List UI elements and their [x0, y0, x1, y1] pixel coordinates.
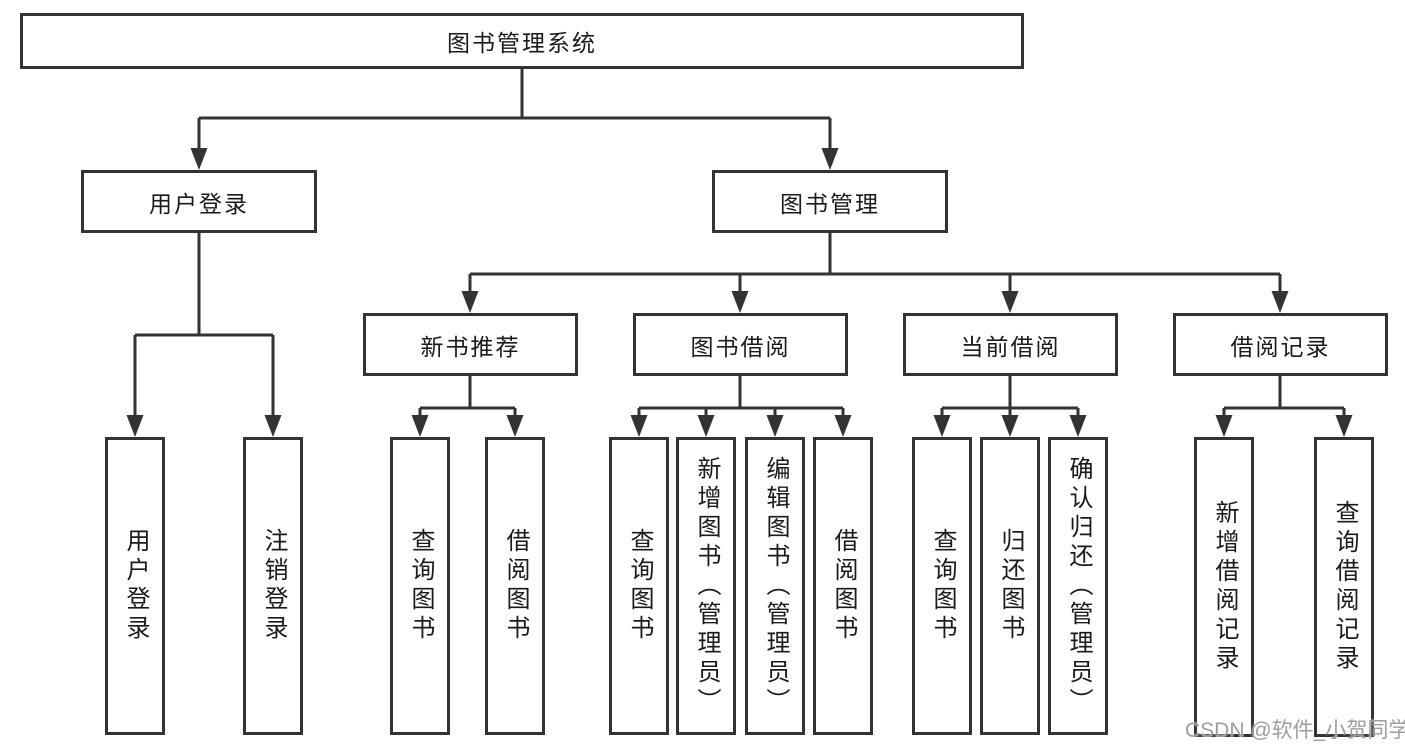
leaf-edit-books-admin: 编辑图书（管理员） [745, 437, 805, 735]
leaf-borrow-books-newbook: 借阅图书 [485, 437, 545, 735]
node-book-management-system: 图书管理系统 [20, 13, 1024, 69]
leaf-return-books: 归还图书 [980, 437, 1040, 735]
node-current-borrowing: 当前借阅 [903, 313, 1118, 376]
node-borrowing-records: 借阅记录 [1173, 313, 1388, 376]
leaf-add-books-admin: 新增图书（管理员） [676, 437, 736, 735]
leaf-borrow-books: 借阅图书 [813, 437, 873, 735]
node-new-book-recommend: 新书推荐 [363, 313, 578, 376]
leaf-add-borrow-record: 新增借阅记录 [1194, 437, 1254, 737]
leaf-query-books-newbook: 查询图书 [390, 437, 450, 735]
leaf-query-books-current: 查询图书 [912, 437, 972, 735]
node-user-login: 用户登录 [81, 170, 317, 233]
leaf-query-borrow-record: 查询借阅记录 [1314, 437, 1374, 737]
leaf-query-books-borrowing: 查询图书 [609, 437, 669, 735]
leaf-user-login: 用户登录 [105, 437, 165, 735]
leaf-logout: 注销登录 [243, 437, 303, 735]
csdn-watermark: CSDN @软件_小贺同学 [1185, 719, 1405, 742]
node-book-borrowing: 图书借阅 [633, 313, 848, 376]
leaf-confirm-return-admin: 确认归还（管理员） [1048, 437, 1108, 735]
node-book-management: 图书管理 [712, 170, 948, 233]
